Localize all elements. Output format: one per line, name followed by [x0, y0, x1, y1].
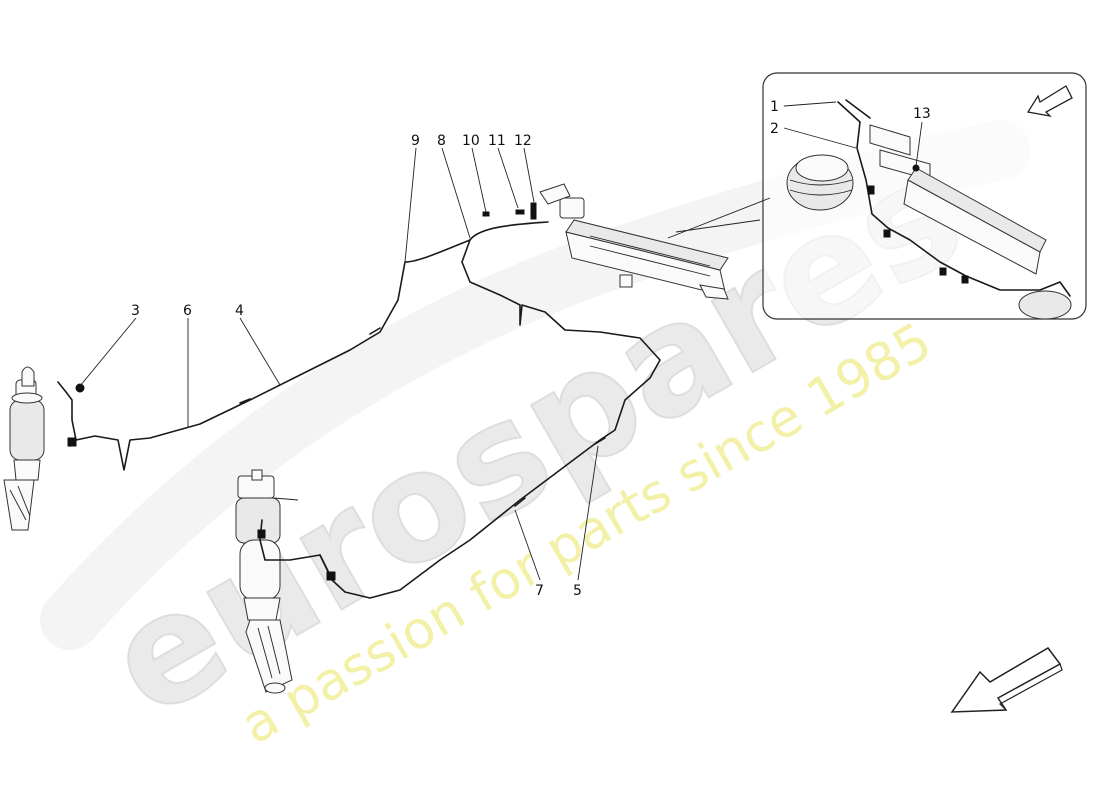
compressor-assembly: [539, 183, 729, 300]
callout-5: 5: [573, 583, 582, 599]
callout-labels: 1 2 3 4 5 6 7 8 9 10 11 12 13: [131, 99, 931, 599]
front-left-air-strut: [3, 366, 45, 531]
leader-lines: [79, 101, 923, 581]
callout-10: 10: [462, 133, 480, 149]
callout-11: 11: [488, 133, 506, 149]
detail-inset: [667, 72, 1087, 320]
callout-7: 7: [535, 583, 544, 599]
callout-2: 2: [770, 121, 779, 137]
callout-13: 13: [913, 106, 931, 122]
callout-1: 1: [770, 99, 779, 115]
callout-9: 9: [411, 133, 420, 149]
callout-6: 6: [183, 303, 192, 319]
air-lines: [57, 202, 661, 599]
view-direction-arrow-icon: [1026, 85, 1073, 118]
callout-12: 12: [514, 133, 532, 149]
rear-air-strut: [235, 469, 299, 694]
callout-8: 8: [437, 133, 446, 149]
direction-arrow-icon: [950, 647, 1063, 713]
callout-4: 4: [235, 303, 244, 319]
callout-3: 3: [131, 303, 140, 319]
